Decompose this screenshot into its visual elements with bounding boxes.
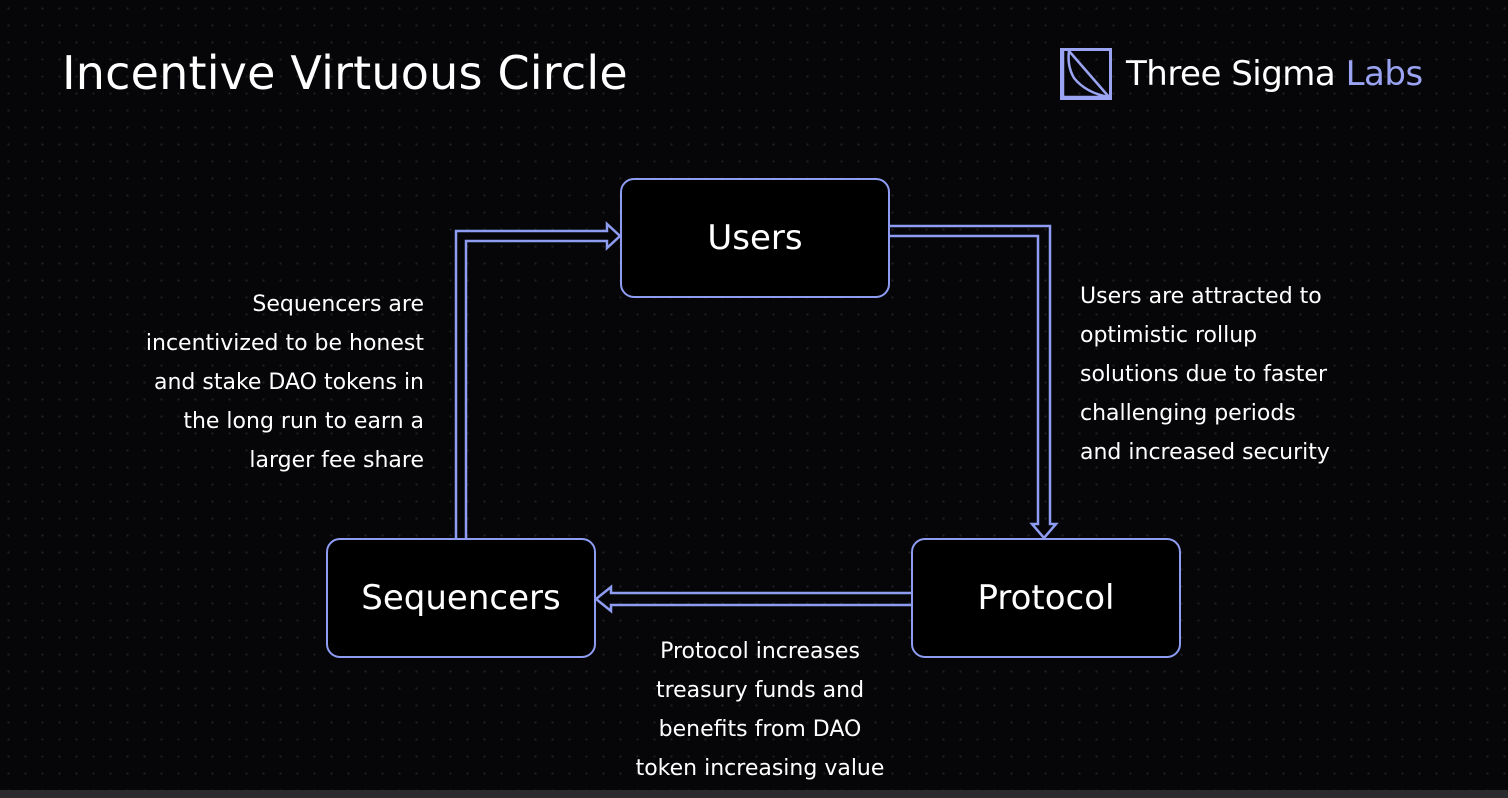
annotation-line: solutions due to faster (1080, 362, 1327, 387)
three-sigma-logo-icon (1060, 48, 1112, 100)
arrow-protocol-to-sequencers (593, 584, 911, 614)
bottom-strip (0, 790, 1508, 798)
annotation-line: benefits from DAO (658, 717, 862, 742)
annotation-line: and increased security (1080, 440, 1330, 465)
annotation-line: larger fee share (249, 448, 424, 473)
annotation-line: the long run to earn a (183, 409, 424, 434)
annotation-users-to-protocol: Users are attracted to optimistic rollup… (1080, 277, 1330, 472)
brand-logo: Three Sigma Labs (1060, 48, 1423, 100)
annotation-line: Users are attracted to (1080, 284, 1322, 309)
node-users-label: Users (707, 218, 803, 258)
annotation-line: optimistic rollup (1080, 323, 1258, 348)
annotation-line: Sequencers are (252, 292, 424, 317)
brand-accent: Labs (1345, 54, 1424, 94)
brand-wordmark: Three Sigma Labs (1126, 54, 1423, 94)
arrow-users-to-protocol (890, 224, 1059, 540)
annotation-line: token increasing value (635, 756, 885, 781)
annotation-sequencers-to-users: Sequencers are incentivized to be honest… (146, 285, 424, 480)
annotation-line: incentivized to be honest (145, 331, 424, 356)
arrow-sequencers-to-users (454, 221, 622, 538)
node-users: Users (620, 178, 890, 298)
page-title: Incentive Virtuous Circle (62, 46, 628, 100)
node-protocol: Protocol (911, 538, 1181, 658)
node-protocol-label: Protocol (977, 578, 1115, 618)
brand-name: Three Sigma (1126, 54, 1336, 94)
annotation-line: Protocol increases (660, 639, 860, 664)
annotation-line: treasury funds and (655, 678, 865, 703)
node-sequencers: Sequencers (326, 538, 596, 658)
annotation-line: challenging periods (1080, 401, 1296, 426)
node-sequencers-label: Sequencers (361, 578, 561, 618)
annotation-protocol-to-sequencers: Protocol increases treasury funds and be… (620, 632, 900, 788)
annotation-line: and stake DAO tokens in (154, 370, 424, 395)
